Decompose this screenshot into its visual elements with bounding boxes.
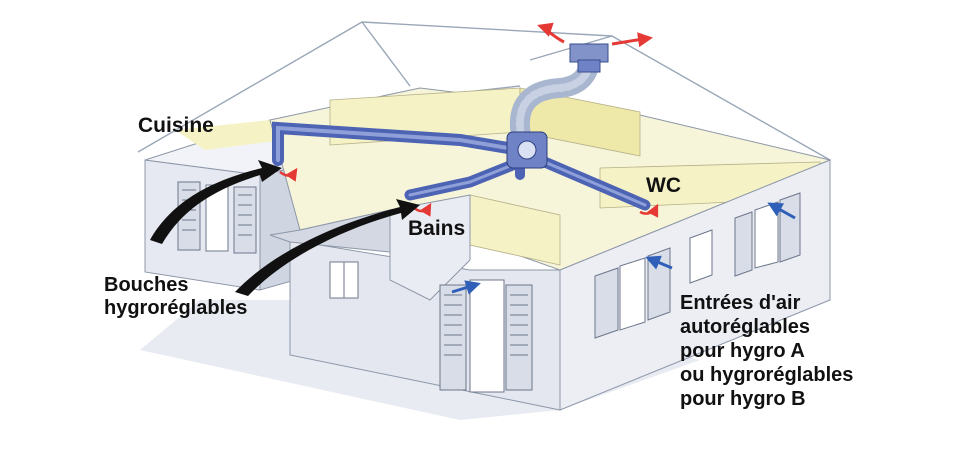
front-windows: [329, 192, 801, 393]
label-entrees-line-1: Entrées d'air: [680, 292, 801, 314]
label-entrees-line-5: pour hygro B: [680, 388, 806, 410]
label-cuisine: Cuisine: [138, 114, 214, 137]
ventilation-unit: [506, 131, 548, 169]
label-bains: Bains: [408, 217, 466, 240]
flex-duct: [509, 52, 600, 150]
label-bouches-line-1: Bouches: [104, 274, 189, 296]
label-entrees-air: Entrées d'air autoréglables pour hygro A…: [680, 291, 853, 411]
label-bouches-hygroreglables: Bouches hygroréglables: [104, 274, 247, 320]
label-bouches-line-2: hygroréglables: [104, 297, 248, 319]
intake-arrows: [451, 202, 796, 295]
label-entrees-line-2: autoréglables: [680, 316, 811, 338]
label-wc: WC: [646, 174, 681, 197]
label-entrees-line-4: ou hygroréglables: [680, 364, 854, 386]
roof-outlet: [537, 22, 653, 73]
pointer-arrows: [150, 160, 420, 296]
label-entrees-line-3: pour hygro A: [680, 340, 805, 362]
